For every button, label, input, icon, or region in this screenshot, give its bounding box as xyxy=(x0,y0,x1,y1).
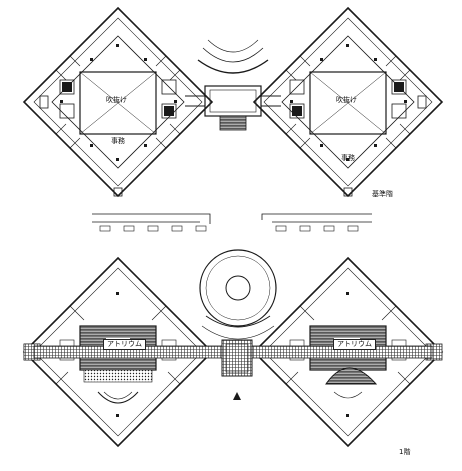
entrance-arrow-icon xyxy=(233,392,241,400)
upper-left-office-label: 事務 xyxy=(111,137,125,145)
ground-left-atrium-label: アトリウム xyxy=(103,339,146,350)
upper-right-void xyxy=(309,71,387,135)
upper-connector xyxy=(185,39,281,131)
upper-right-void-label: 吹抜け xyxy=(336,96,357,104)
upper-left-void-label: 吹抜け xyxy=(106,96,127,104)
ground-circular-driveway xyxy=(199,249,277,340)
upper-floor-plan xyxy=(22,6,444,198)
ground-entrance-canopy xyxy=(92,213,372,232)
ground-right-atrium-label: アトリウム xyxy=(333,339,376,350)
upper-floor-caption: 基準階 xyxy=(372,190,393,198)
upper-right-tower xyxy=(252,6,444,198)
upper-left-void xyxy=(79,71,157,135)
upper-left-tower xyxy=(22,6,214,198)
ground-right-dome xyxy=(325,367,378,385)
ground-floor-caption: 1階 xyxy=(399,448,411,456)
upper-connector-stair xyxy=(219,115,247,131)
ground-floor-plan xyxy=(22,213,444,448)
upper-right-office-label: 事務 xyxy=(341,154,355,162)
